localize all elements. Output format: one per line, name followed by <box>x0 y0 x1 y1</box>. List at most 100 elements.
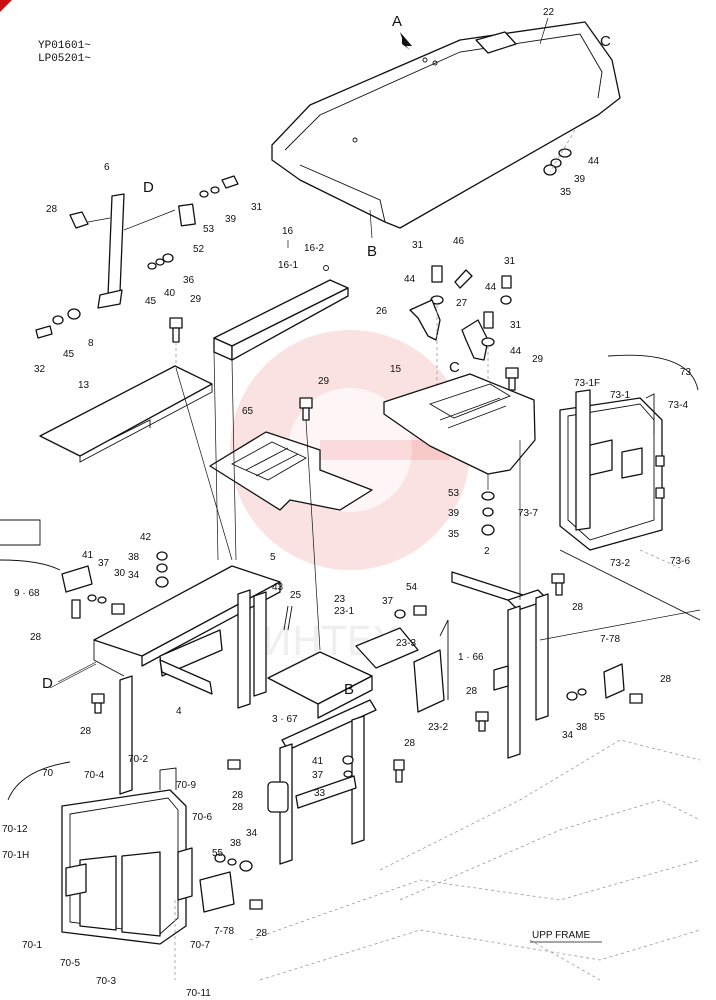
label-28-stand-r: 28 <box>404 738 416 749</box>
label-9-68: 9 · 68 <box>14 588 40 599</box>
label-25: 25 <box>290 590 302 601</box>
label-35-hood: 35 <box>560 187 572 198</box>
label-8: 8 <box>88 338 94 349</box>
label-41-left: 41 <box>82 550 94 561</box>
cover-15 <box>383 373 536 475</box>
label-31-b: 31 <box>412 240 424 251</box>
callout-d-top: D <box>143 179 154 196</box>
leader-lines <box>49 351 701 689</box>
corner-mark <box>0 0 12 12</box>
label-34-right: 34 <box>562 730 574 741</box>
label-35-center: 35 <box>448 529 460 540</box>
callout-d-frame: D <box>42 675 53 692</box>
label-70-4: 70-4 <box>84 770 104 781</box>
bracket-23 <box>355 605 449 713</box>
label-28-stand: 28 <box>232 790 244 801</box>
label-31-c: 31 <box>504 256 516 267</box>
label-6: 6 <box>104 162 110 173</box>
label-41-stand: 41 <box>312 756 324 767</box>
bolt-29-right <box>505 367 519 391</box>
label-31-stay: 31 <box>251 202 263 213</box>
label-23-2: 23-2 <box>428 722 448 733</box>
label-70-6: 70-6 <box>192 812 212 823</box>
label-44-d: 44 <box>510 346 522 357</box>
label-34-left: 34 <box>128 570 140 581</box>
label-52: 52 <box>193 244 205 255</box>
label-53-center: 53 <box>448 488 460 499</box>
label-70-3: 70-3 <box>96 976 116 987</box>
serial-range-1: YP01601~ <box>38 40 91 52</box>
callout-b-stand: B <box>344 681 354 698</box>
label-46: 46 <box>453 236 465 247</box>
label-44-hood: 44 <box>588 156 600 167</box>
label-29-right: 29 <box>532 354 544 365</box>
stand-1-66 <box>451 571 643 759</box>
label-27: 27 <box>456 298 468 309</box>
label-39-center: 39 <box>448 508 460 519</box>
label-36: 36 <box>183 275 195 286</box>
label-28-left: 28 <box>30 632 42 643</box>
label-55-right: 55 <box>594 712 606 723</box>
label-34-bottom: 34 <box>246 828 258 839</box>
label-16: 16 <box>282 226 294 237</box>
label-44-b: 44 <box>404 274 416 285</box>
main-frame-5 <box>93 565 281 795</box>
label-5: 5 <box>270 552 276 563</box>
label-15: 15 <box>390 364 402 375</box>
cover-65 <box>209 431 373 511</box>
label-33: 33 <box>314 788 326 799</box>
label-28-bottom: 28 <box>256 928 268 939</box>
label-23: 23 <box>334 594 346 605</box>
label-29-center: 29 <box>318 376 330 387</box>
label-38-left: 38 <box>128 552 140 563</box>
label-22: 22 <box>543 7 555 18</box>
label-54: 54 <box>406 582 418 593</box>
label-38-right: 38 <box>576 722 588 733</box>
label-4: 4 <box>176 706 182 717</box>
label-73-4: 73-4 <box>668 400 688 411</box>
label-37-left: 37 <box>98 558 110 569</box>
label-29-left: 29 <box>190 294 202 305</box>
label-23-1: 23-1 <box>334 606 354 617</box>
label-70-1h: 70-1H <box>2 850 29 861</box>
label-40: 40 <box>164 288 176 299</box>
label-42: 42 <box>140 532 152 543</box>
bar-4 <box>159 659 213 695</box>
stand-fasteners <box>227 755 405 783</box>
stand-3-67 <box>267 651 377 865</box>
label-73-1: 73-1 <box>610 390 630 401</box>
label-70: 70 <box>42 768 54 779</box>
serial-range-2: LP05201~ <box>38 53 91 65</box>
label-3-67: 3 · 67 <box>272 714 298 725</box>
hood-fasteners <box>543 129 576 176</box>
label-73-1f: 73-1F <box>574 378 600 389</box>
label-44-c: 44 <box>485 282 497 293</box>
label-28-stay: 28 <box>46 204 58 215</box>
bolt-29-left <box>169 317 183 368</box>
label-45-a: 45 <box>145 296 157 307</box>
label-65: 65 <box>242 406 254 417</box>
label-upp-frame: UPP FRAME <box>532 930 590 941</box>
label-37-stand: 37 <box>312 770 324 781</box>
label-70-7: 70-7 <box>190 940 210 951</box>
bolt-28-frame <box>91 693 105 714</box>
label-30: 30 <box>114 568 126 579</box>
label-73: 73 <box>680 367 692 378</box>
label-32: 32 <box>34 364 46 375</box>
label-70-1: 70-1 <box>22 940 42 951</box>
label-70-5: 70-5 <box>60 958 80 969</box>
label-31-d: 31 <box>510 320 522 331</box>
label-7-78-right: 7-78 <box>600 634 620 645</box>
label-28-rstand: 28 <box>572 602 584 613</box>
label-73-7: 73-7 <box>518 508 538 519</box>
center-fasteners <box>481 491 495 536</box>
label-70-2: 70-2 <box>128 754 148 765</box>
battery-70 <box>7 761 263 980</box>
label-55-bottom: 55 <box>212 848 224 859</box>
label-13: 13 <box>78 380 90 391</box>
label-28-frame: 28 <box>80 726 92 737</box>
callout-c-top: C <box>600 33 611 50</box>
callout-a: A <box>392 13 402 30</box>
label-16-1: 16-1 <box>278 260 298 271</box>
